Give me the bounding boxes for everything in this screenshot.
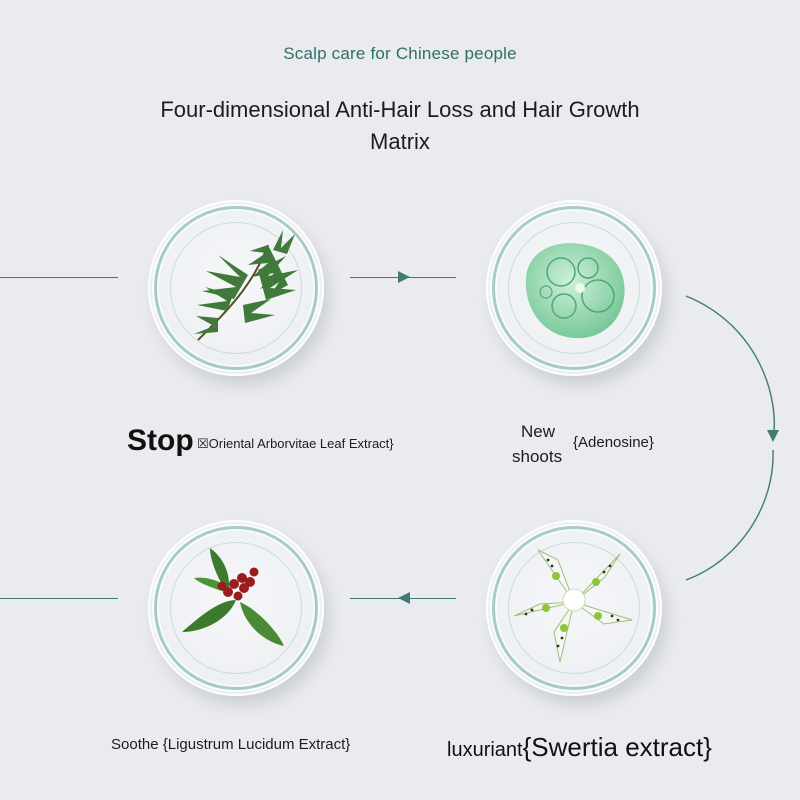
- ligustrum-berries-icon: [182, 548, 284, 646]
- step-keyword-new: New: [521, 422, 556, 441]
- petri-dish-adenosine: [486, 200, 662, 376]
- connector-line-left-bottom: [0, 598, 118, 599]
- curved-arrow-icon: [685, 295, 779, 581]
- arrow-left-icon: [398, 592, 410, 604]
- step-luxuriant-label: luxuriant{Swertia extract}: [447, 732, 712, 763]
- step-ingredient-swertia: {Swertia extract}: [522, 732, 712, 762]
- page-title: Four-dimensional Anti-Hair Loss and Hair…: [160, 97, 640, 154]
- swertia-flower-icon: [513, 549, 633, 663]
- adenosine-bubbles-icon: [525, 243, 625, 339]
- petri-dish-arborvitae: [148, 200, 324, 376]
- step-soothe-label: Soothe {Ligustrum Lucidum Extract}: [111, 736, 350, 753]
- step-ingredient-ligustrum: {Ligustrum Lucidum Extract}: [162, 736, 351, 753]
- petri-dish-swertia: [486, 520, 662, 696]
- petri-dish-ligustrum: [148, 520, 324, 696]
- step-keyword-soothe: Soothe: [111, 736, 159, 753]
- subtitle: Scalp care for Chinese people: [283, 44, 517, 63]
- step-keyword-stop: Stop: [127, 424, 194, 457]
- arrow-right-icon: [398, 271, 410, 283]
- connector-line-left-top: [0, 277, 118, 278]
- step-ingredient-arborvitae: ☒Oriental Arborvitae Leaf Extract}: [197, 436, 394, 451]
- step-keyword-shoots: shoots: [512, 447, 563, 466]
- step-ingredient-adenosine: {Adenosine}: [573, 434, 654, 451]
- step-keyword-luxuriant: luxuriant: [447, 739, 523, 761]
- arborvitae-leaf-icon: [194, 230, 298, 341]
